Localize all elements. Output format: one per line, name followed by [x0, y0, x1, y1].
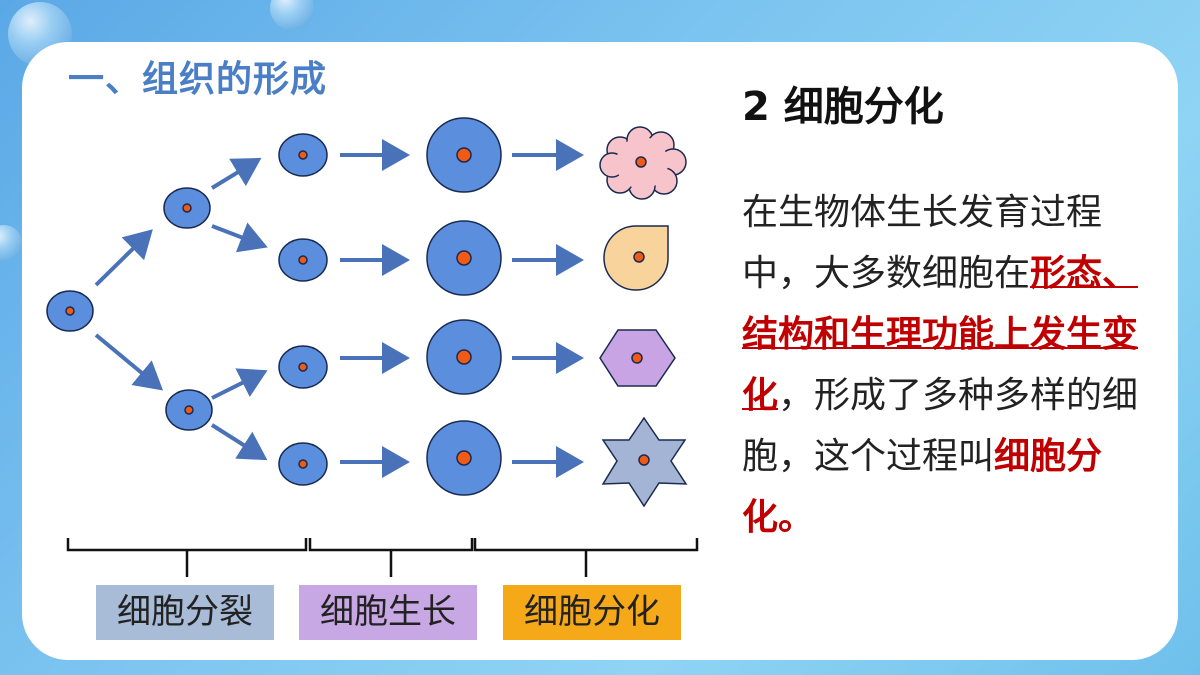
section-title: 一、组织的形成 [68, 59, 328, 100]
nucleus [298, 362, 308, 372]
nucleus [456, 450, 472, 466]
stage-label-division: 细胞分裂 [96, 585, 274, 640]
nucleus [184, 405, 194, 415]
paragraph-text: 在生物体生长发育过程中，大多数细胞在 [742, 192, 1103, 294]
sub-title: 2 细胞分化 [742, 84, 944, 130]
cells [46, 117, 502, 496]
division-arrows [94, 157, 268, 461]
arrow [94, 333, 164, 391]
bracket [308, 538, 474, 577]
arrow [211, 222, 268, 253]
row-arrows [340, 139, 584, 478]
background-bubble [0, 225, 22, 261]
nucleus [456, 250, 472, 266]
nucleus [298, 255, 308, 265]
star-cell [601, 416, 688, 508]
bracket [66, 538, 308, 577]
bracket [473, 538, 699, 577]
nucleus [182, 203, 192, 213]
nucleus [633, 251, 645, 263]
nucleus [635, 156, 647, 168]
arrow [210, 157, 262, 190]
stage-label-growth: 细胞生长 [299, 585, 477, 640]
description-paragraph: 在生物体生长发育过程中，大多数细胞在形态、结构和生理功能上发生变化，形成了多种多… [742, 182, 1152, 548]
highlight-text: 形态、结构和生理功能上发生变化 [742, 253, 1139, 416]
nucleus [65, 306, 75, 316]
nucleus [298, 459, 308, 469]
arrow [94, 229, 153, 287]
term-highlight: 细胞分化。 [742, 436, 1103, 538]
nucleus [456, 147, 472, 163]
arrow [210, 423, 268, 461]
stage-label-differentiation: 细胞分化 [503, 585, 681, 640]
nucleus [456, 349, 472, 365]
nucleus [631, 352, 643, 364]
paragraph-text: ，形成了多种多样的细胞，这个过程叫 [742, 375, 1139, 477]
differentiated-cells [599, 126, 688, 508]
content-card [22, 42, 1178, 660]
nucleus [298, 150, 308, 160]
stage-brackets [66, 538, 699, 577]
arrow [211, 368, 268, 400]
hexagon-cell [599, 329, 676, 387]
teardrop-cell [603, 225, 669, 291]
nucleus [638, 454, 650, 466]
flower-cell [599, 126, 687, 200]
